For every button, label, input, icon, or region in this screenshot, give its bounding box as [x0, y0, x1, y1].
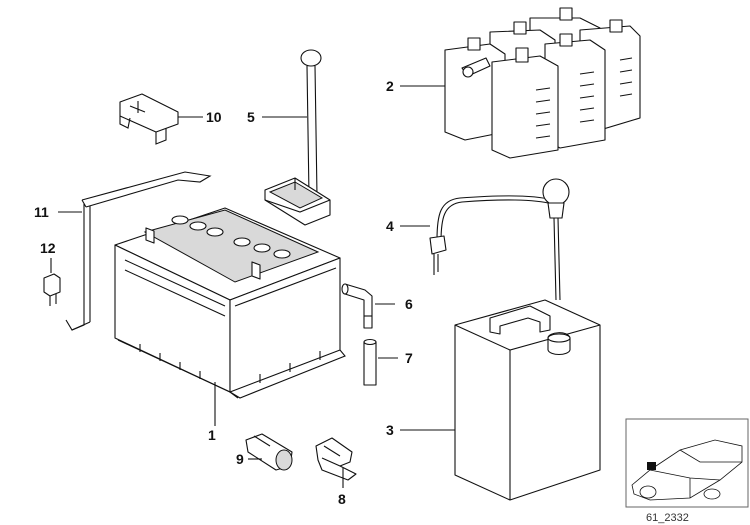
- part-6-vent-elbow: [341, 283, 373, 329]
- callout-1: 1: [208, 427, 216, 443]
- part-7-vent-hose: [363, 338, 377, 386]
- callout-5: 5: [247, 109, 255, 125]
- part-10-terminal-cover: [119, 93, 179, 145]
- callout-9: 9: [236, 451, 244, 467]
- part-12-bolt: [43, 273, 61, 306]
- part-9-cap: [245, 433, 293, 471]
- callout-8: 8: [338, 491, 346, 507]
- callout-2: 2: [386, 78, 394, 94]
- part-3-canister: [454, 299, 601, 501]
- part-4-filling-hose: [429, 178, 570, 301]
- part-11-bracket: [65, 171, 212, 331]
- callout-3: 3: [386, 422, 394, 438]
- part-5-holddown-rod: [264, 49, 331, 226]
- callout-4: 4: [386, 218, 394, 234]
- callout-10: 10: [206, 109, 222, 125]
- diagram-id-label: 61_2332: [646, 512, 689, 524]
- part-8-clip: [315, 437, 357, 481]
- callout-12: 12: [40, 240, 56, 256]
- callout-11: 11: [34, 204, 49, 220]
- part-1-battery: [114, 207, 346, 399]
- callout-6: 6: [405, 296, 413, 312]
- vehicle-locator-thumbnail: [625, 418, 749, 508]
- callout-7: 7: [405, 350, 413, 366]
- part-2-water-bottles: [444, 7, 641, 159]
